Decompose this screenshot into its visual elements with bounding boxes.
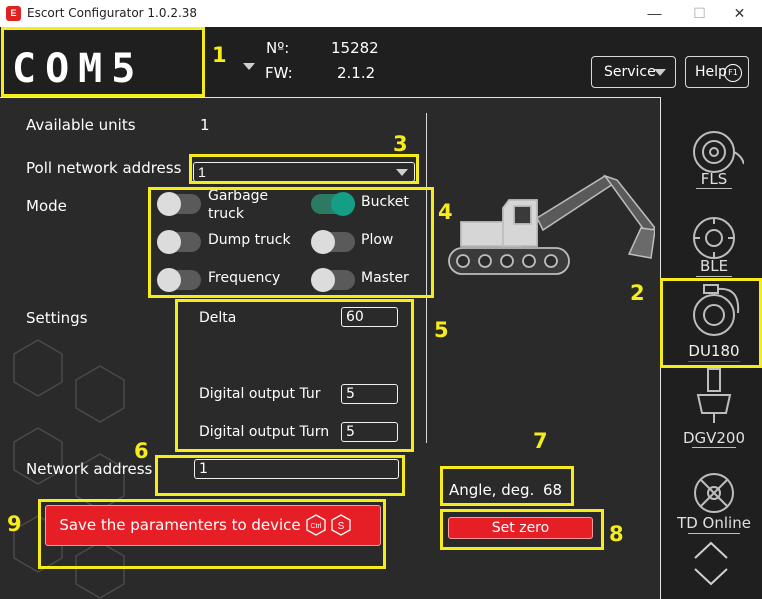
- annotation-number-1: 1: [212, 43, 227, 67]
- scroll-up-icon[interactable]: [693, 540, 729, 560]
- vertical-divider: [426, 113, 427, 443]
- device-fls-underline: [696, 188, 732, 189]
- help-button[interactable]: Help F1: [685, 56, 749, 88]
- s-key-label: S: [338, 521, 345, 532]
- toggle-dump-truck[interactable]: [157, 230, 201, 254]
- device-ble-underline: [696, 276, 732, 277]
- device-ble[interactable]: BLE: [666, 205, 762, 277]
- s-key-icon: S: [331, 514, 351, 536]
- toggle-plow[interactable]: [311, 230, 355, 254]
- toggle-bucket[interactable]: [311, 192, 355, 216]
- digital-output-2-input[interactable]: 5: [341, 422, 398, 442]
- angle-value: 68: [543, 481, 563, 499]
- annotation-number-7: 7: [533, 429, 548, 453]
- mode-plow-label: Plow: [361, 232, 394, 248]
- du180-sensor-icon: [693, 284, 740, 336]
- service-button[interactable]: Service: [591, 56, 676, 88]
- port-selector[interactable]: COM5: [12, 46, 145, 92]
- ctrl-key-label: Ctrl: [311, 523, 322, 530]
- mode-dump-truck-label: Dump truck: [208, 232, 291, 248]
- minimize-button[interactable]: —: [647, 5, 662, 21]
- network-address-input[interactable]: 1: [194, 459, 399, 479]
- serial-label: Nº:: [266, 39, 290, 57]
- device-dgv200-underline: [692, 447, 736, 448]
- setting-digital-output-1-label: Digital output Tur: [199, 386, 321, 402]
- window-title: Escort Configurator 1.0.2.38: [27, 6, 198, 20]
- dgv200-sensor-icon: [696, 368, 732, 423]
- mode-bucket-label: Bucket: [361, 194, 409, 210]
- digital-output-1-input[interactable]: 5: [341, 384, 398, 404]
- mode-frequency-label: Frequency: [208, 270, 281, 286]
- available-units-label: Available units: [26, 116, 136, 134]
- network-address-label: Network address: [26, 460, 153, 478]
- annotation-number-9: 9: [7, 512, 22, 536]
- td-online-sensor-icon: [694, 473, 734, 513]
- serial-value: 15282: [331, 39, 379, 57]
- device-du180-label: DU180: [688, 342, 740, 360]
- annotation-number-6: 6: [134, 439, 149, 463]
- save-parameters-label: Save the paramenters to device: [59, 516, 301, 534]
- mode-master-label: Master: [361, 270, 409, 286]
- setting-delta-label: Delta: [199, 310, 237, 326]
- available-units-value: 1: [200, 116, 210, 134]
- device-fls[interactable]: FLS: [666, 118, 762, 190]
- poll-network-address-select[interactable]: 1: [193, 162, 415, 182]
- annotation-number-2: 2: [630, 281, 645, 305]
- close-button[interactable]: ✕: [733, 5, 746, 21]
- toggle-frequency[interactable]: [157, 268, 201, 292]
- device-td-online-label: TD Online: [677, 514, 751, 532]
- fls-sensor-icon: [693, 131, 744, 173]
- poll-network-address-value: 1: [198, 164, 206, 180]
- chevron-down-icon[interactable]: [243, 63, 255, 70]
- app-logo-icon: E: [6, 6, 21, 21]
- annotation-number-3: 3: [393, 132, 408, 156]
- device-fls-label: FLS: [700, 170, 728, 188]
- help-button-label: Help: [695, 64, 727, 80]
- delta-input[interactable]: 60: [341, 307, 398, 327]
- annotation-number-8: 8: [609, 522, 624, 546]
- toggle-master[interactable]: [311, 268, 355, 292]
- device-ble-label: BLE: [699, 257, 729, 275]
- service-button-label: Service: [604, 64, 656, 80]
- setting-digital-output-2-label: Digital output Turn: [199, 424, 330, 440]
- device-du180-underline: [688, 361, 740, 362]
- mode-garbage-truck-label: Garbage truck: [208, 188, 269, 222]
- chevron-down-icon: [396, 169, 408, 176]
- maximize-button[interactable]: ☐: [693, 5, 706, 21]
- toggle-garbage-truck[interactable]: [157, 192, 201, 216]
- scroll-down-icon[interactable]: [693, 567, 729, 587]
- chevron-down-icon: [654, 69, 666, 76]
- fw-value: 2.1.2: [337, 64, 376, 82]
- main-panel: Available units 1 Poll network address 1…: [0, 97, 661, 599]
- excavator-illustration-icon: [448, 174, 655, 275]
- poll-network-address-label: Poll network address: [26, 159, 182, 177]
- device-dgv200-label: DGV200: [682, 429, 746, 447]
- ctrl-key-icon: Ctrl: [306, 514, 326, 536]
- settings-label: Settings: [26, 309, 88, 327]
- annotation-number-4: 4: [438, 200, 453, 224]
- device-dgv200[interactable]: DGV200: [666, 368, 762, 448]
- device-td-online-underline: [688, 533, 740, 534]
- angle-label: Angle, deg.: [449, 481, 535, 499]
- set-zero-button[interactable]: Set zero: [448, 517, 593, 539]
- device-du180[interactable]: DU180: [666, 280, 762, 362]
- title-bar: E Escort Configurator 1.0.2.38 — ☐ ✕: [0, 0, 762, 27]
- fw-label: FW:: [265, 64, 293, 82]
- annotation-number-5: 5: [434, 318, 449, 342]
- ble-sensor-icon: [693, 217, 735, 259]
- device-td-online[interactable]: TD Online: [666, 462, 762, 534]
- mode-label: Mode: [26, 197, 67, 215]
- f1-key-icon: F1: [724, 64, 742, 82]
